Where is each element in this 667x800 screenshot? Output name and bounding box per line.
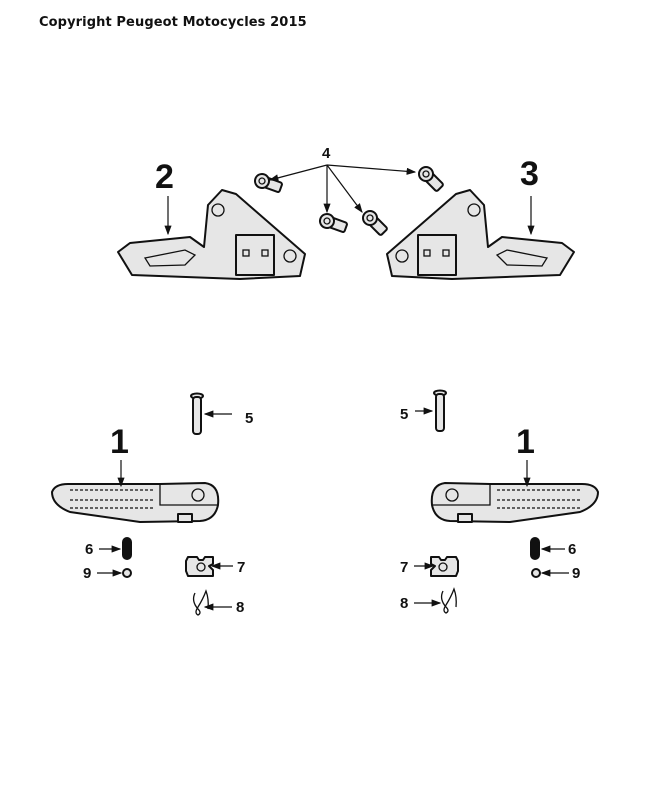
copyright-text: Copyright Peugeot Motocycles 2015 xyxy=(39,15,307,30)
callout-8-left: 8 xyxy=(236,599,244,616)
washer-left xyxy=(185,556,214,577)
callout-2: 2 xyxy=(155,158,174,196)
callout-6-right: 6 xyxy=(568,541,576,558)
callout-1-left: 1 xyxy=(110,423,129,461)
bolt xyxy=(415,163,447,195)
ball-left xyxy=(122,568,132,578)
clip-right xyxy=(440,588,457,614)
pivot-pin-left xyxy=(190,392,204,435)
footrest-bracket-left xyxy=(117,189,306,280)
clip-left xyxy=(192,590,209,616)
washer-right xyxy=(430,556,459,577)
footrest-bracket-right xyxy=(386,189,575,280)
bolt xyxy=(252,171,285,196)
bolt xyxy=(317,211,350,236)
callout-3: 3 xyxy=(520,155,539,193)
callout-8-right: 8 xyxy=(400,595,408,612)
footpeg-right xyxy=(430,482,599,523)
callout-7-right: 7 xyxy=(400,559,408,576)
callout-9-left: 9 xyxy=(83,565,91,582)
callout-7-left: 7 xyxy=(237,559,245,576)
callout-4: 4 xyxy=(322,145,331,162)
callout-arrow xyxy=(326,164,363,213)
callout-1-right: 1 xyxy=(516,423,535,461)
footpeg-left xyxy=(51,482,220,523)
pivot-pin-right xyxy=(433,389,447,432)
ball-right xyxy=(531,568,541,578)
callout-5-right: 5 xyxy=(400,406,408,423)
callout-6-left: 6 xyxy=(85,541,93,558)
spring-left xyxy=(122,537,132,560)
spring-right xyxy=(530,537,540,560)
bolt xyxy=(359,207,391,239)
callout-5-left: 5 xyxy=(245,410,253,427)
callout-9-right: 9 xyxy=(572,565,580,582)
callout-arrow xyxy=(326,164,417,175)
callout-arrow xyxy=(268,164,328,182)
